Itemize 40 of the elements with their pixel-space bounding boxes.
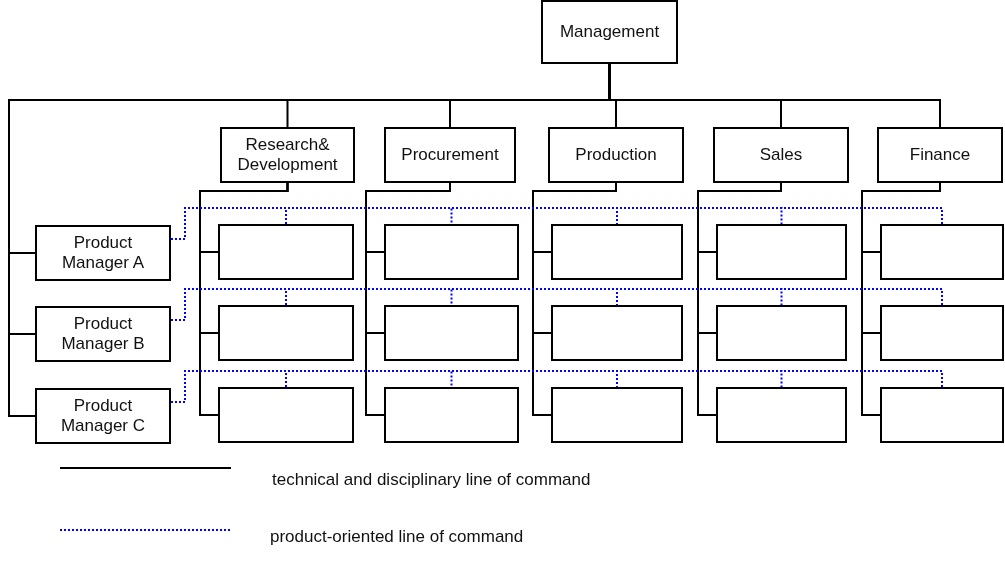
empty-box — [551, 224, 683, 280]
org-box — [35, 388, 171, 444]
org-box — [548, 127, 684, 183]
connector — [532, 182, 617, 416]
empty-box — [384, 305, 519, 361]
org-box — [35, 225, 171, 281]
box-label: Product Manager A — [60, 233, 146, 273]
empty-box — [551, 305, 683, 361]
empty-box — [218, 305, 354, 361]
legend-text: technical and disciplinary line of command — [272, 470, 591, 490]
empty-box — [716, 224, 847, 280]
box-label: Finance — [909, 145, 971, 165]
box-label: Production — [575, 145, 657, 165]
org-box — [220, 127, 355, 183]
box-label: Research& Development — [236, 135, 339, 175]
box-label: Product Manager C — [59, 396, 147, 436]
empty-box — [880, 224, 1004, 280]
org-box — [713, 127, 849, 183]
empty-box — [716, 305, 847, 361]
connector — [199, 182, 289, 416]
box-label: Procurement — [401, 145, 499, 165]
box-label: Sales — [759, 145, 803, 165]
empty-box — [551, 387, 683, 443]
empty-box — [880, 387, 1004, 443]
org-box — [384, 127, 516, 183]
connector — [697, 182, 782, 416]
org-box — [877, 127, 1003, 183]
empty-box — [384, 224, 519, 280]
connector — [365, 182, 451, 416]
connector — [861, 182, 941, 416]
org-box — [35, 306, 171, 362]
empty-box — [218, 224, 354, 280]
empty-box — [880, 305, 1004, 361]
box-label: Product Manager B — [60, 314, 146, 354]
empty-box — [716, 387, 847, 443]
org-box — [541, 0, 678, 64]
empty-box — [384, 387, 519, 443]
box-label: Management — [559, 22, 660, 42]
empty-box — [218, 387, 354, 443]
legend-text: product-oriented line of command — [270, 527, 524, 547]
